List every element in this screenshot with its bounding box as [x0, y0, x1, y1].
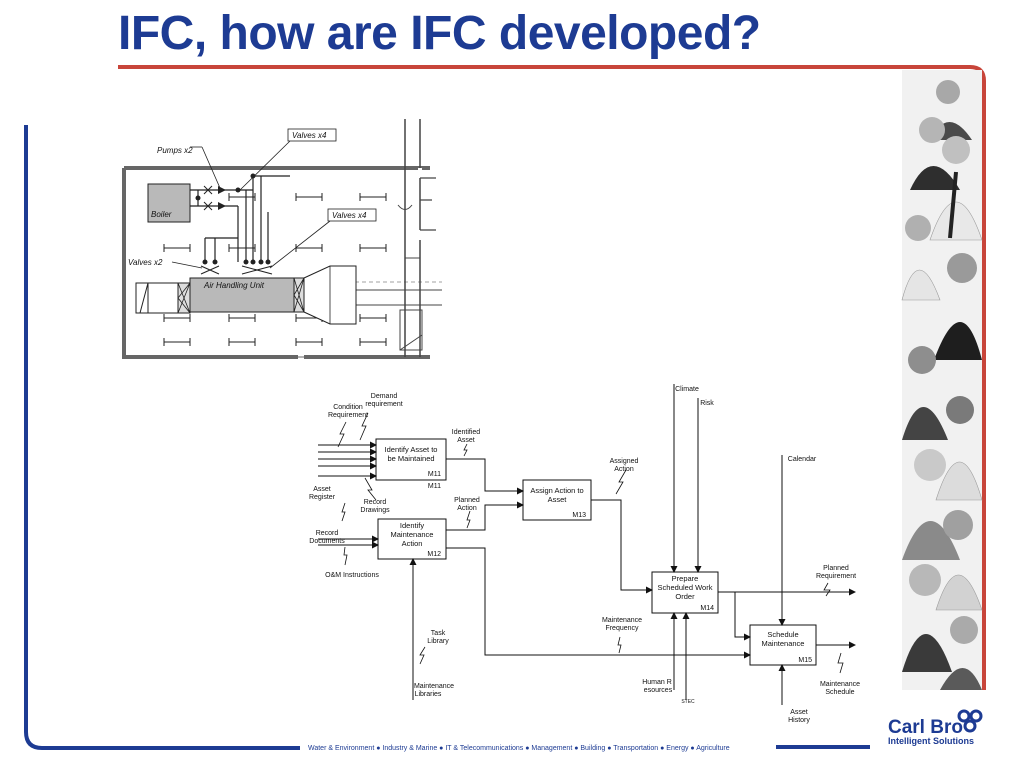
label-task-library: Task — [431, 630, 446, 637]
label-risk: Risk — [700, 400, 714, 407]
people-photo-strip — [901, 70, 983, 690]
svg-text:requirement: requirement — [365, 401, 402, 408]
footer-sectors: Water & Environment ● Industry & Marine … — [308, 745, 730, 752]
label-human-resources: Human R — [642, 679, 672, 686]
label-assigned-action: Assigned — [610, 458, 639, 465]
label-record-drawings: Record — [364, 499, 387, 506]
left-border — [24, 125, 300, 750]
pumps-label: Pumps x2 — [157, 146, 193, 155]
shaft-openings — [420, 177, 436, 231]
svg-text:Action: Action — [614, 466, 634, 473]
label-maintenance-frequency: Maintenance — [602, 617, 642, 624]
svg-text:Schedule: Schedule — [767, 630, 798, 639]
box-m12: Identify Maintenance Action M12 — [377, 518, 447, 560]
valve-dots — [195, 173, 271, 265]
svg-text:M11: M11 — [428, 483, 441, 490]
svg-text:Prepare: Prepare — [672, 574, 699, 583]
label-climate: Climate — [675, 386, 699, 393]
svg-text:Action: Action — [457, 505, 477, 512]
flow-labels: Demand requirement Condition Requirement… — [309, 386, 860, 724]
idef0-diagram: Identify Asset to be Maintained M11 M11 … — [309, 384, 860, 724]
label-maintenance-libraries: Maintenance — [414, 683, 454, 690]
svg-text:Requirement: Requirement — [816, 573, 856, 580]
valves-top-label: Valves x4 — [292, 131, 327, 140]
svg-text:Frequency: Frequency — [605, 625, 639, 632]
valve-crosses — [200, 265, 273, 275]
svg-text:Maintenance: Maintenance — [391, 530, 434, 539]
brand-name: Carl Bro — [888, 717, 963, 738]
slide-title: IFC, how are IFC developed? — [118, 7, 761, 60]
svg-text:Maintenance: Maintenance — [762, 639, 805, 648]
box-m14: Prepare Scheduled Work Order M14 — [651, 571, 719, 614]
label-asset-history: Asset — [790, 709, 808, 716]
hvac-schematic: Boiler Air Handling Unit — [122, 119, 442, 359]
label-record-documents: Record — [316, 530, 339, 537]
flow-arrows — [318, 384, 856, 705]
svg-text:Action: Action — [402, 539, 423, 548]
svg-text:Register: Register — [309, 494, 336, 501]
svg-text:Asset: Asset — [457, 437, 475, 444]
svg-text:M12: M12 — [427, 551, 441, 558]
svg-text:Identify Asset to: Identify Asset to — [385, 445, 438, 454]
svg-text:Scheduled Work: Scheduled Work — [658, 583, 713, 592]
boiler-label: Boiler — [151, 210, 172, 219]
carl-bro-logo: Carl Bro Intelligent Solutions — [888, 709, 983, 746]
svg-text:M15: M15 — [798, 657, 812, 664]
svg-text:Assign Action to: Assign Action to — [530, 486, 583, 495]
svg-text:be Maintained: be Maintained — [387, 454, 434, 463]
box-m13: Assign Action to Asset M13 — [522, 479, 592, 521]
label-om-instructions: O&M Instructions — [325, 572, 379, 579]
label-stec: STEC — [681, 699, 695, 705]
ahu-label: Air Handling Unit — [203, 281, 265, 290]
svg-text:Requirement: Requirement — [328, 412, 368, 419]
label-demand: Demand — [371, 393, 398, 400]
valves-left-label: Valves x2 — [128, 258, 163, 267]
svg-text:Documents: Documents — [309, 538, 345, 545]
pump-symbol — [218, 186, 226, 194]
svg-text:esources: esources — [644, 687, 673, 694]
label-squiggles — [337, 412, 844, 674]
ahu-body — [189, 277, 295, 313]
label-asset-register: Asset — [313, 486, 331, 493]
label-planned-action: Planned — [454, 497, 480, 504]
brand-symbol-icon — [957, 709, 983, 733]
label-planned-requirement: Planned — [823, 565, 849, 572]
svg-text:Drawings: Drawings — [360, 507, 390, 514]
title-underline — [118, 65, 986, 690]
box-m11: Identify Asset to be Maintained M11 M11 — [375, 438, 447, 490]
label-identified-asset: Identified — [452, 429, 481, 436]
label-maintenance-schedule: Maintenance — [820, 681, 860, 688]
svg-text:Identify: Identify — [400, 521, 424, 530]
boiler-box — [147, 183, 191, 223]
brand-tagline: Intelligent Solutions — [888, 736, 974, 746]
label-calendar: Calendar — [788, 456, 817, 463]
svg-text:M14: M14 — [700, 605, 714, 612]
ahu-inlet — [135, 282, 179, 314]
svg-text:M13: M13 — [572, 512, 586, 519]
svg-text:Libraries: Libraries — [415, 691, 442, 698]
box-m15: Schedule Maintenance M15 — [749, 624, 817, 666]
svg-text:Order: Order — [675, 592, 695, 601]
svg-text:Asset: Asset — [548, 495, 568, 504]
svg-text:M11: M11 — [428, 471, 441, 478]
svg-text:Schedule: Schedule — [825, 689, 854, 696]
svg-text:Library: Library — [427, 638, 449, 645]
svg-text:History: History — [788, 717, 810, 724]
valves-mid-label: Valves x4 — [332, 211, 367, 220]
label-condition: Condition — [333, 404, 363, 411]
